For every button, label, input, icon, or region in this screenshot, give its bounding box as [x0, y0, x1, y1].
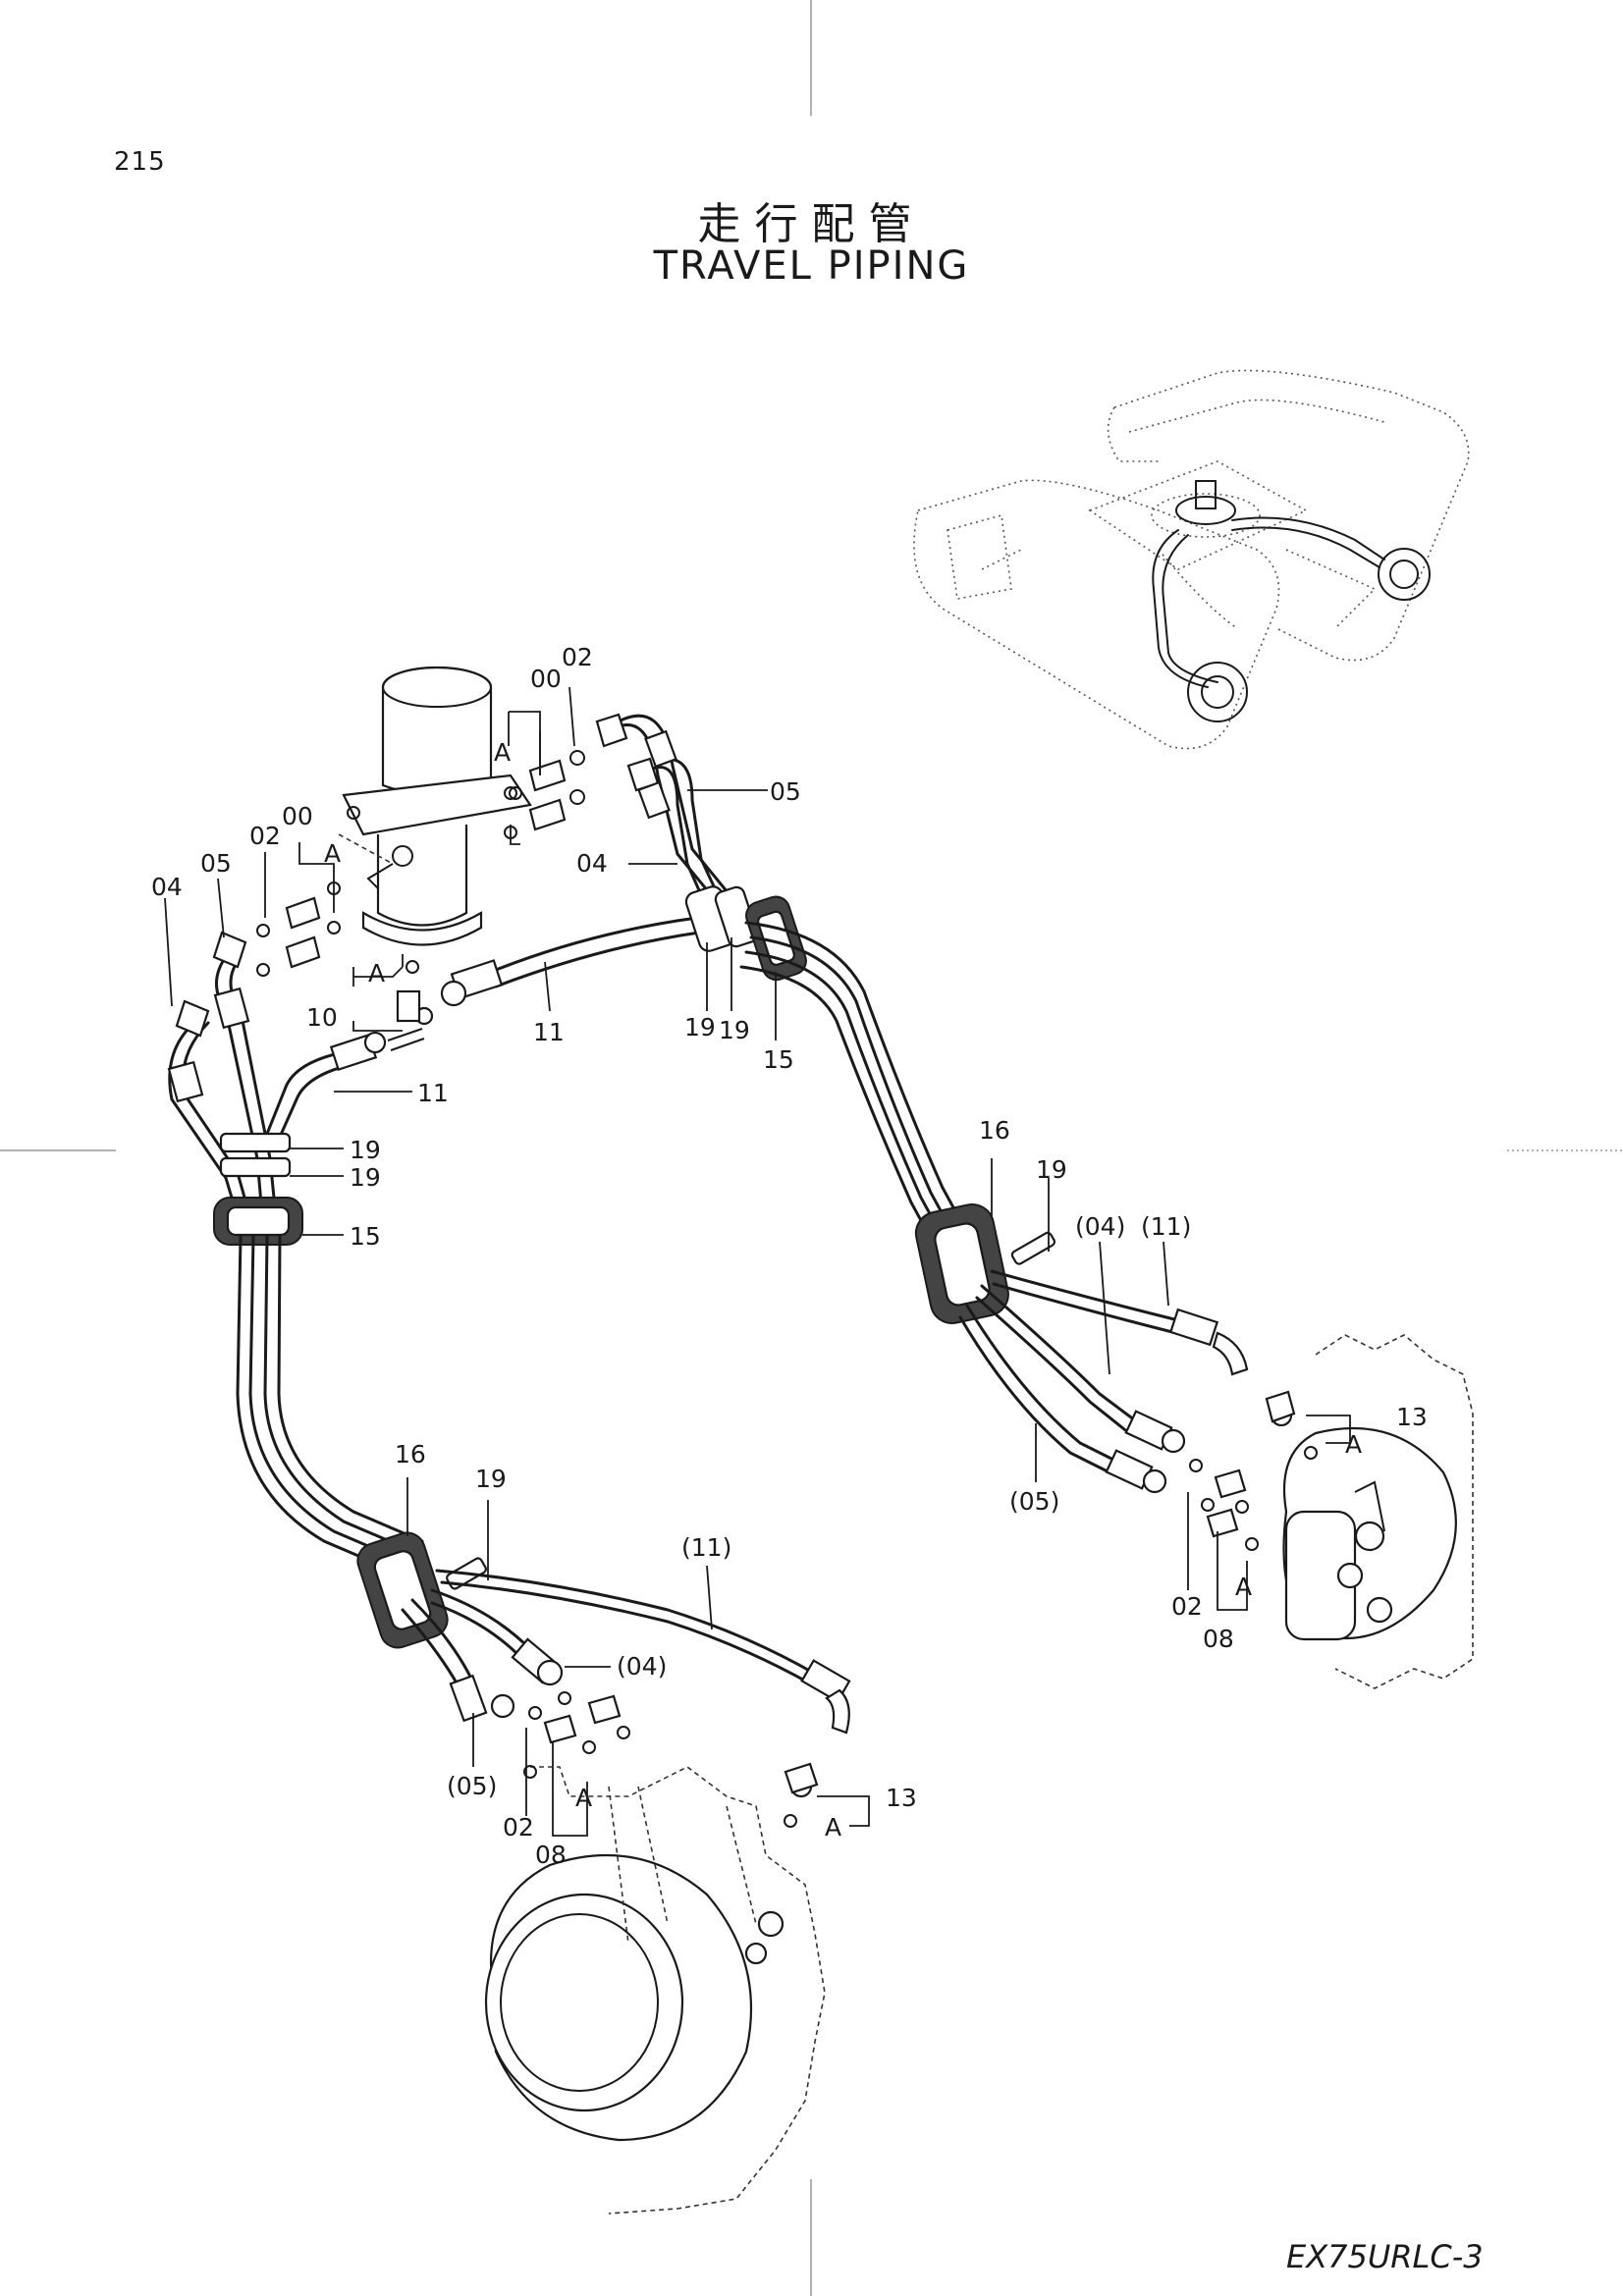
travel-motor-right [1282, 1334, 1474, 1689]
hose-04-05-left [167, 931, 279, 1229]
label-13-lower: 13 [886, 1784, 917, 1812]
undercarriage-overview-inset [913, 369, 1470, 750]
label-11-paren-lower: (11) [681, 1533, 731, 1562]
label-02-right: 02 [1171, 1592, 1203, 1621]
label-a-lower: A [575, 1784, 592, 1812]
label-a-top: A [494, 738, 511, 767]
label-a-lower-right: A [825, 1813, 841, 1842]
label-04-paren-right: (04) [1075, 1212, 1125, 1241]
hose-04-05-right [595, 713, 738, 910]
label-00-top: 00 [530, 665, 562, 693]
leader-lines [164, 686, 1351, 1837]
label-02-lower: 02 [503, 1813, 534, 1842]
label-05-paren-lower: (05) [447, 1772, 497, 1800]
label-11-left: 11 [417, 1079, 449, 1107]
travel-motor-bottom [484, 1766, 826, 2215]
label-a-right-lower: A [1235, 1573, 1252, 1601]
label-19-lower: 19 [475, 1465, 507, 1493]
label-11-upper: 11 [533, 1018, 565, 1046]
grommet-16-right [914, 1203, 1056, 1324]
hose-run-right-lower [958, 1269, 1249, 1494]
label-13-right: 13 [1396, 1403, 1428, 1431]
label-08-right: 08 [1203, 1625, 1234, 1653]
label-11-paren-right: (11) [1141, 1212, 1191, 1241]
label-19-top-b: 19 [719, 1016, 750, 1044]
label-05-left: 05 [200, 849, 232, 878]
model-number: EX75URLC-3 [1286, 2238, 1484, 2275]
label-16-right: 16 [979, 1116, 1010, 1145]
label-08-lower: 08 [535, 1841, 567, 1869]
title-english: TRAVEL PIPING [653, 243, 970, 289]
label-04-left: 04 [151, 873, 183, 901]
hose-11-upper [263, 916, 729, 1146]
hose-run-left [236, 1235, 424, 1573]
title-japanese: 走行配管 [697, 199, 926, 249]
label-a-right: A [1345, 1430, 1362, 1459]
label-15-top: 15 [763, 1045, 794, 1074]
label-19-left-a: 19 [350, 1136, 381, 1164]
fittings-and-orings [256, 750, 1318, 1828]
label-02-left: 02 [249, 822, 281, 850]
label-16-lower: 16 [395, 1440, 426, 1468]
label-05-right: 05 [770, 777, 801, 806]
label-04-paren-lower: (04) [617, 1652, 667, 1681]
label-05-paren-right: (05) [1009, 1487, 1059, 1516]
label-19-right: 19 [1036, 1155, 1067, 1184]
hose-run-lower [401, 1569, 851, 1735]
page-number: 215 [114, 147, 166, 177]
clamp-grommet-left [213, 1132, 303, 1246]
label-10: 10 [306, 1003, 338, 1032]
label-a-left: A [324, 839, 341, 868]
hose-run-right [739, 921, 974, 1258]
grommet-16-lower [356, 1531, 487, 1649]
clamp-grommet-right [684, 885, 807, 982]
label-19-left-b: 19 [350, 1163, 381, 1192]
label-04-right: 04 [576, 849, 608, 878]
part-labels: 00 02 A 05 00 02 A 05 04 04 A 10 11 11 1… [151, 643, 1428, 1869]
label-a-center: A [368, 959, 385, 988]
label-02-top: 02 [562, 643, 593, 671]
label-15-left: 15 [350, 1222, 381, 1251]
label-00-left: 00 [282, 802, 313, 830]
label-19-top-a: 19 [684, 1013, 716, 1041]
center-joint [338, 666, 532, 946]
